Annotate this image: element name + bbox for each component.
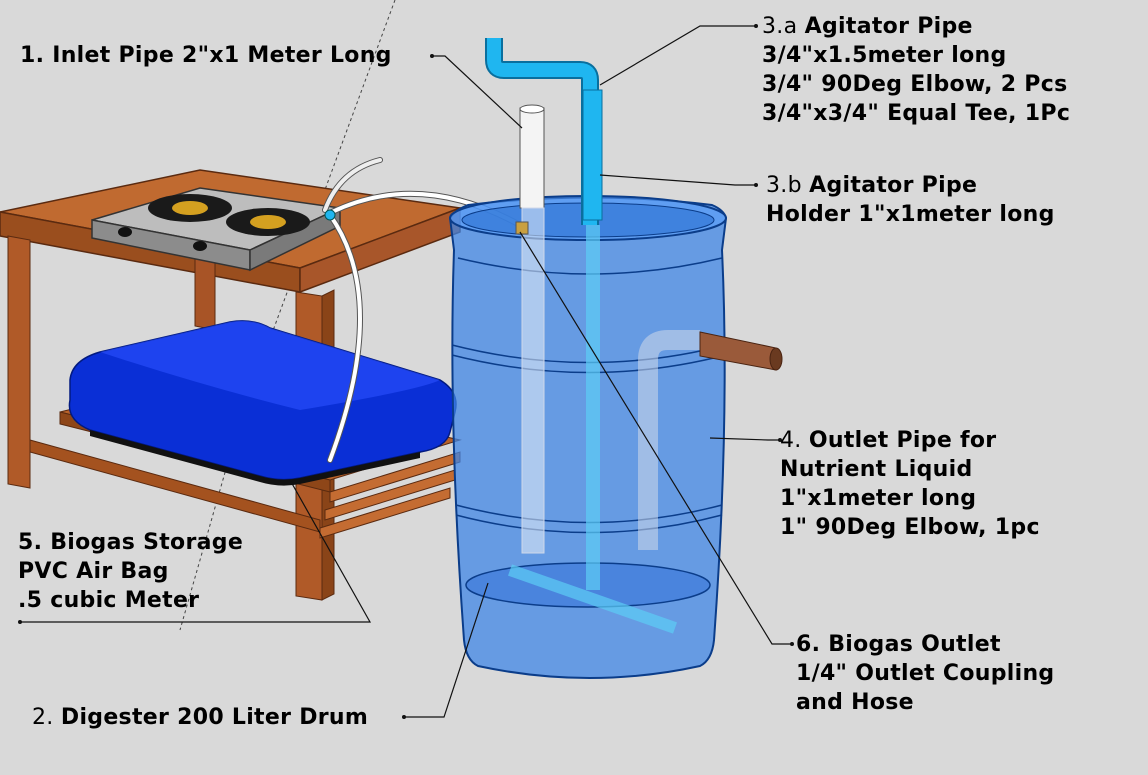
label-outlet-title: Outlet Pipe for [808, 428, 997, 453]
label-inlet-text: 1. Inlet Pipe 2"x1 Meter Long [20, 43, 392, 68]
label-storage-line: 5. Biogas Storage [18, 530, 244, 555]
label-digester: 2. Digester 200 Liter Drum [32, 703, 368, 732]
label-digester-title: Digester 200 Liter Drum [60, 705, 369, 730]
label-holder-line: Holder 1"x1meter long [766, 202, 1055, 227]
label-outlet-line: 1"x1meter long [780, 486, 977, 511]
air-bag-icon [68, 320, 457, 486]
label-biogas-outlet: 6. Biogas Outlet 1/4" Outlet Coupling an… [796, 630, 1054, 717]
label-agitator-line: 3/4" 90Deg Elbow, 2 Pcs [762, 72, 1068, 97]
label-gas-outlet-line: 1/4" Outlet Coupling [796, 661, 1055, 686]
label-agitator-num: 3.a [762, 14, 798, 39]
label-holder-num: 3.b [766, 173, 802, 198]
leader-lines [20, 25, 792, 718]
label-outlet-line: Nutrient Liquid [780, 457, 973, 482]
label-biogas-storage: 5. Biogas Storage PVC Air Bag .5 cubic M… [18, 528, 243, 615]
label-agitator-holder: 3.b Agitator Pipe Holder 1"x1meter long [766, 171, 1055, 229]
label-agitator-line: 3/4"x1.5meter long [762, 43, 1007, 68]
label-outlet-pipe: 4. Outlet Pipe for Nutrient Liquid 1"x1m… [780, 426, 1040, 542]
label-holder-title: Agitator Pipe [809, 173, 978, 198]
label-agitator-pipe: 3.a Agitator Pipe 3/4"x1.5meter long 3/4… [762, 12, 1070, 128]
label-gas-outlet-line: and Hose [796, 690, 914, 715]
gas-stove-icon [91, 187, 343, 272]
label-agitator-line: 3/4"x3/4" Equal Tee, 1Pc [762, 101, 1071, 126]
biogas-drum-icon [448, 38, 783, 679]
label-storage-line: .5 cubic Meter [18, 588, 200, 613]
label-outlet-num: 4. [780, 428, 802, 453]
label-gas-outlet-line: 6. Biogas Outlet [796, 632, 1001, 657]
label-agitator-title: Agitator Pipe [804, 14, 973, 39]
label-digester-num: 2. [32, 705, 54, 730]
label-storage-line: PVC Air Bag [18, 559, 169, 584]
label-outlet-line: 1" 90Deg Elbow, 1pc [780, 515, 1040, 540]
label-inlet-pipe: 1. Inlet Pipe 2"x1 Meter Long [20, 41, 392, 70]
